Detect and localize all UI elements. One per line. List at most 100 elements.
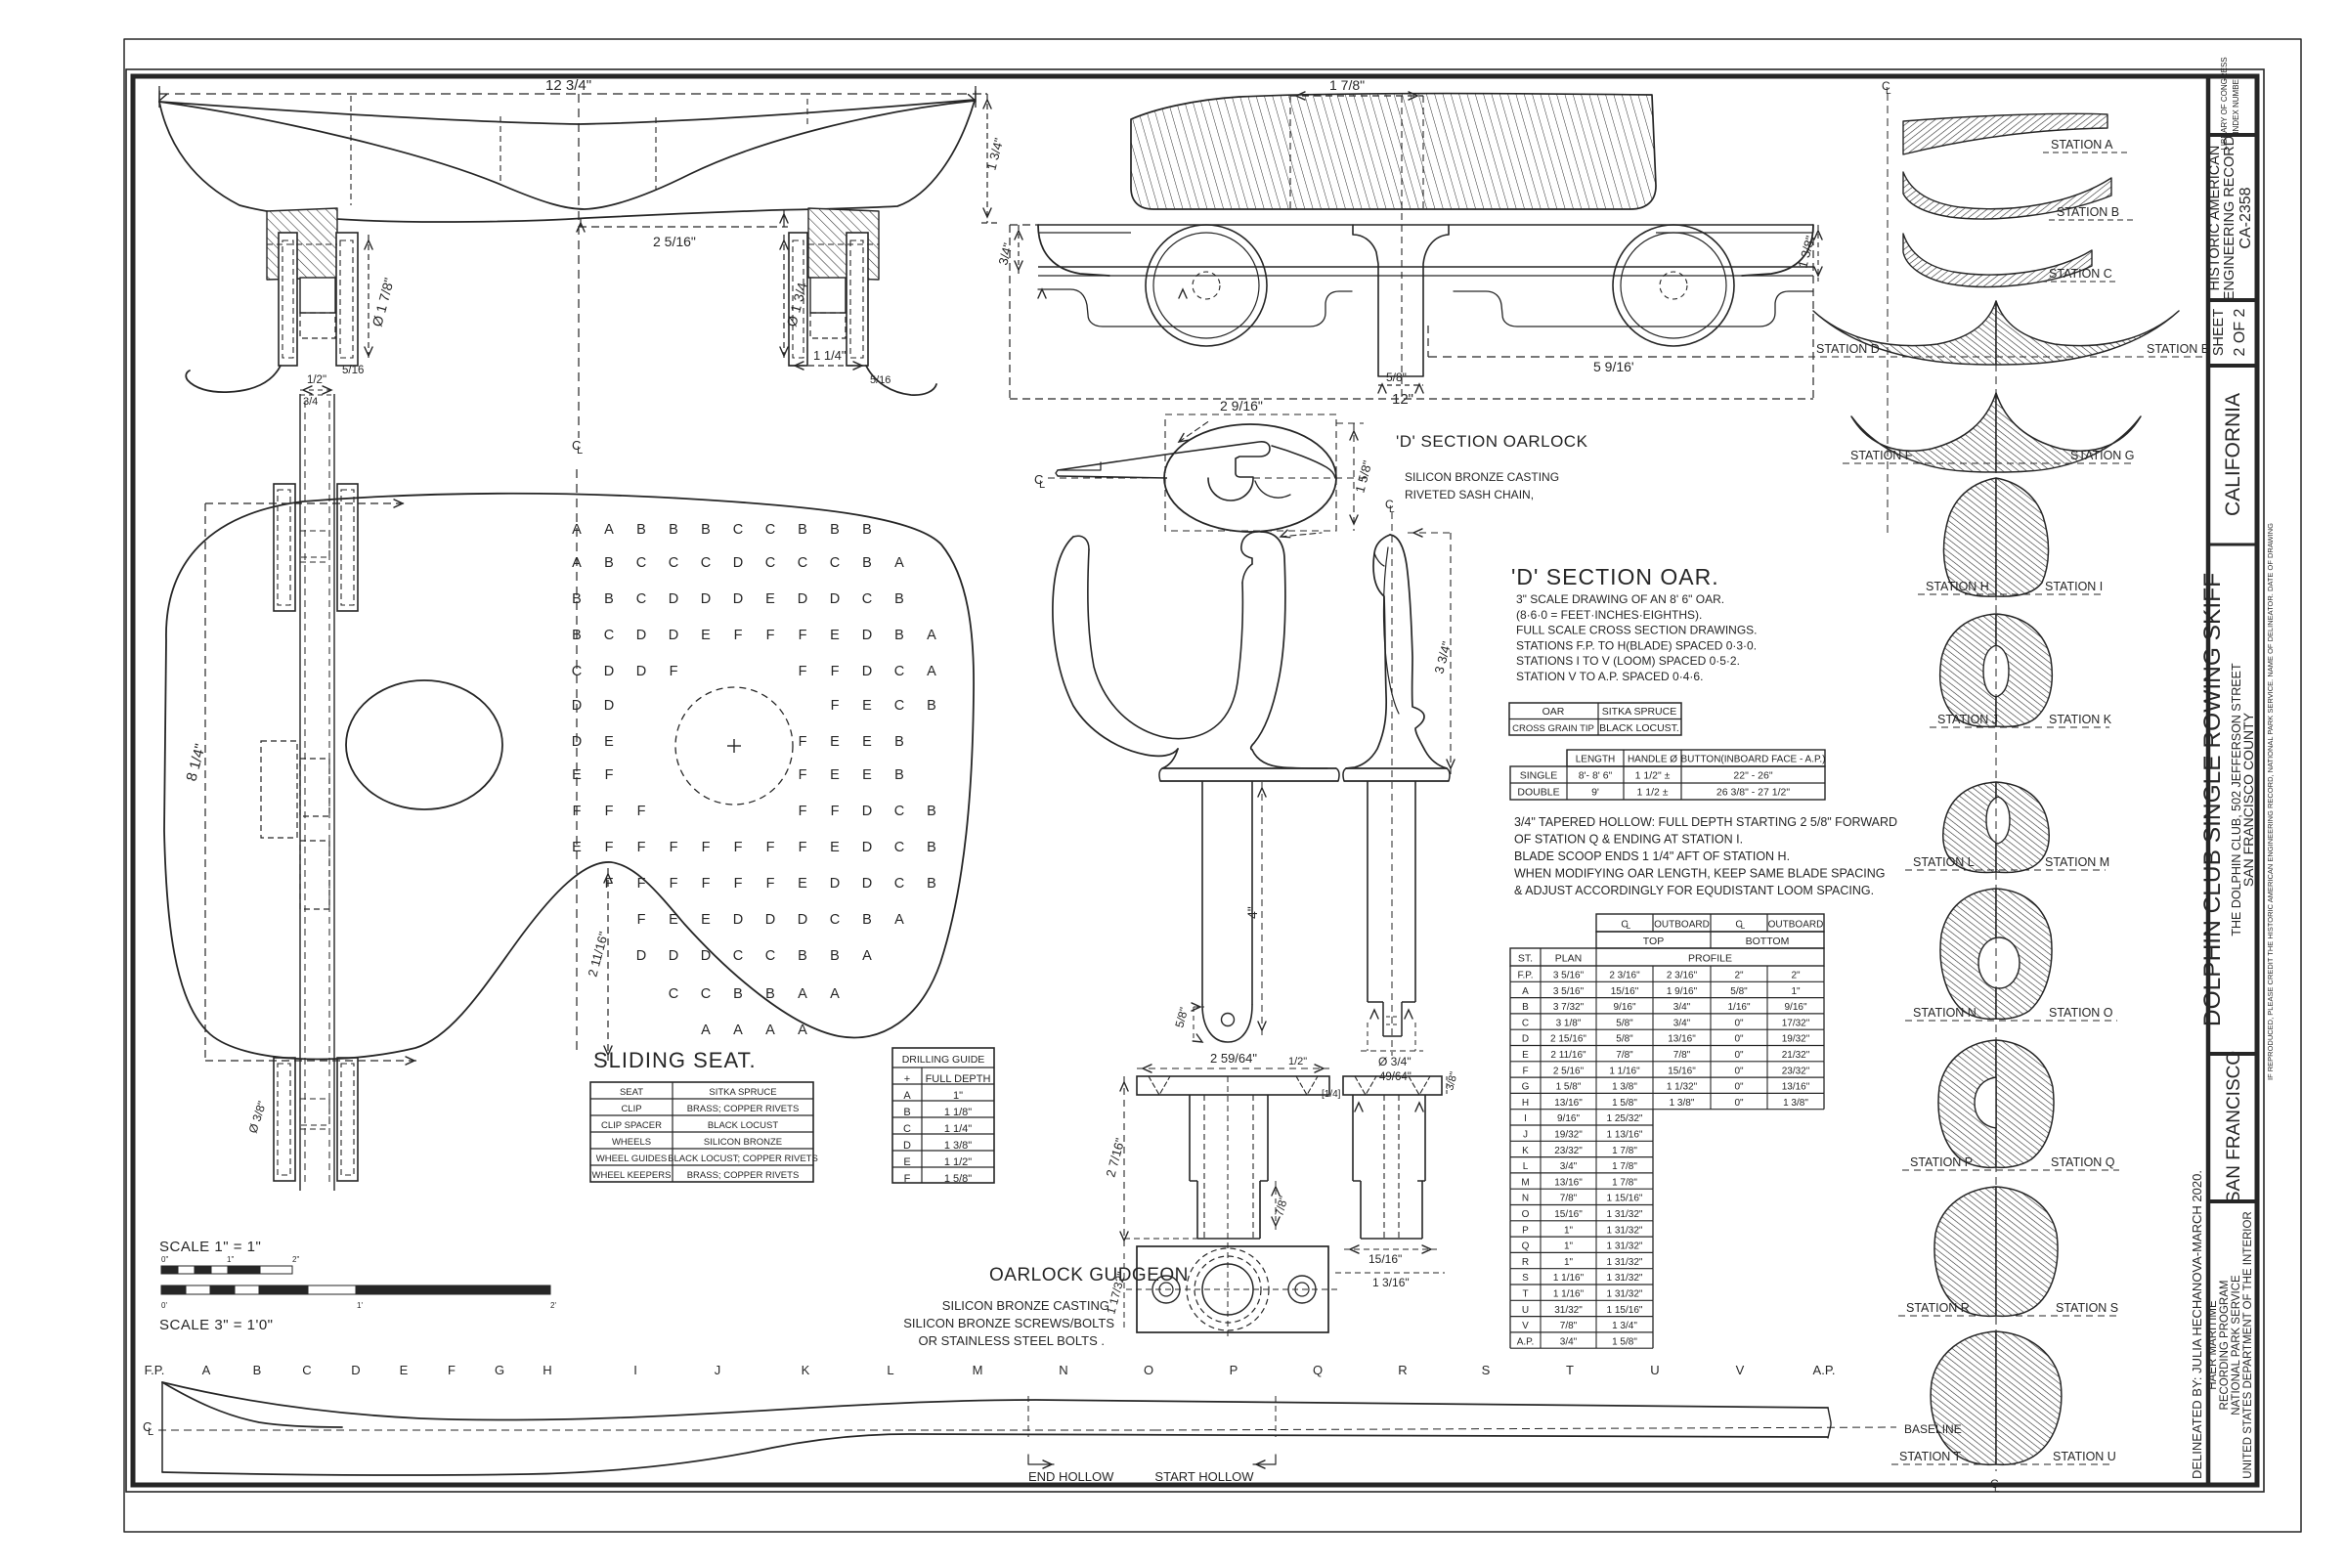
svg-text:A: A (862, 948, 872, 964)
svg-text:M: M (973, 1363, 983, 1377)
svg-text:H: H (1522, 1098, 1529, 1109)
svg-text:0': 0' (161, 1301, 167, 1310)
svg-text:STATION Q: STATION Q (2051, 1155, 2115, 1169)
svg-text:L: L (1994, 1484, 2000, 1495)
svg-text:8'- 8' 6": 8'- 8' 6" (1579, 770, 1613, 782)
svg-text:B: B (894, 591, 904, 607)
svg-text:A: A (894, 555, 904, 571)
svg-text:B: B (927, 876, 936, 892)
svg-text:D: D (903, 1140, 911, 1152)
svg-text:C: C (830, 555, 840, 571)
svg-text:OR STAINLESS STEEL BOLTS .: OR STAINLESS STEEL BOLTS . (919, 1333, 1105, 1348)
svg-text:'D' SECTION OARLOCK: 'D' SECTION OARLOCK (1396, 432, 1588, 451)
svg-text:2": 2" (292, 1255, 299, 1264)
svg-text:1 31/32": 1 31/32" (1607, 1241, 1643, 1252)
svg-text:1 9/16": 1 9/16" (1667, 986, 1698, 997)
svg-text:U: U (1650, 1363, 1659, 1377)
svg-text:1 3/8": 1 3/8" (1670, 1098, 1695, 1109)
svg-text:E: E (830, 840, 840, 855)
svg-text:F: F (605, 804, 614, 819)
svg-text:OUTBOARD: OUTBOARD (1768, 920, 1824, 931)
svg-text:A: A (830, 986, 840, 1002)
svg-text:C: C (765, 555, 775, 571)
svg-text:3/4": 3/4" (1560, 1161, 1578, 1172)
svg-text:1 31/32": 1 31/32" (1607, 1209, 1643, 1220)
svg-text:F: F (799, 734, 807, 750)
svg-text:F: F (766, 840, 775, 855)
svg-text:E: E (572, 840, 582, 855)
svg-text:C: C (894, 804, 904, 819)
svg-text:INDEX NUMBER: INDEX NUMBER (2232, 73, 2240, 134)
svg-text:L: L (1523, 1161, 1529, 1172)
svg-text:C: C (572, 438, 581, 453)
svg-text:S: S (1482, 1363, 1491, 1377)
svg-text:1 5/8": 1 5/8" (944, 1173, 972, 1185)
svg-text:1 31/32": 1 31/32" (1607, 1257, 1643, 1268)
svg-text:1 1/16": 1 1/16" (1553, 1289, 1585, 1300)
svg-text:STATION D: STATION D (1816, 342, 1880, 356)
svg-text:THE DOLPHIN CLUB, 502 JEFFERSO: THE DOLPHIN CLUB, 502 JEFFERSON STREET (2230, 663, 2243, 936)
svg-text:L: L (1886, 86, 1891, 97)
svg-text:BUTTON(INBOARD FACE - A.P.): BUTTON(INBOARD FACE - A.P.) (1681, 755, 1826, 765)
svg-text:C: C (701, 986, 711, 1002)
svg-text:D: D (636, 948, 646, 964)
svg-text:SILICON BRONZE CASTING: SILICON BRONZE CASTING (942, 1298, 1109, 1313)
svg-text:T: T (1566, 1363, 1574, 1377)
svg-text:15/16": 15/16" (1668, 1066, 1696, 1076)
svg-text:23/32": 23/32" (1782, 1066, 1810, 1076)
svg-text:L: L (1627, 922, 1631, 931)
svg-text:B: B (862, 522, 872, 538)
svg-text:A: A (604, 522, 614, 538)
svg-text:C: C (302, 1363, 311, 1377)
svg-text:B: B (862, 912, 872, 928)
svg-text:F: F (637, 876, 646, 892)
svg-text:E: E (604, 734, 614, 750)
svg-text:7/8": 7/8" (1272, 1195, 1290, 1218)
svg-text:ENGINEERING RECORD: ENGINEERING RECORD (2222, 136, 2237, 300)
svg-text:L: L (887, 1363, 893, 1377)
svg-text:STATION G: STATION G (2070, 449, 2135, 462)
svg-text:F: F (637, 840, 646, 855)
svg-text:C: C (1522, 1018, 1529, 1028)
svg-text:A: A (798, 986, 807, 1002)
svg-text:SAN FRANCISCO COUNTY: SAN FRANCISCO COUNTY (2240, 712, 2256, 887)
svg-text:D: D (798, 591, 807, 607)
svg-text:SITKA SPRUCE: SITKA SPRUCE (1602, 706, 1676, 718)
svg-text:BASELINE: BASELINE (1904, 1422, 1962, 1436)
svg-text:LIBRARY OF CONGRESS: LIBRARY OF CONGRESS (2220, 57, 2229, 150)
svg-text:1 7/8": 1 7/8" (1612, 1177, 1637, 1188)
svg-text:T: T (1522, 1289, 1528, 1300)
svg-text:R: R (1398, 1363, 1407, 1377)
svg-text:5/8": 5/8" (1172, 1006, 1191, 1029)
svg-text:1 25/32": 1 25/32" (1607, 1113, 1643, 1124)
svg-text:E: E (862, 734, 872, 750)
svg-text:V: V (1522, 1321, 1529, 1331)
svg-text:B: B (604, 555, 614, 571)
svg-text:U: U (1522, 1305, 1529, 1316)
svg-text:D: D (862, 664, 872, 679)
svg-text:BOTTOM: BOTTOM (1746, 936, 1790, 947)
svg-text:C: C (903, 1123, 911, 1135)
svg-text:LENGTH: LENGTH (1576, 755, 1616, 765)
svg-text:Q: Q (1522, 1241, 1530, 1252)
svg-text:B: B (669, 522, 678, 538)
svg-text:3/4" TAPERED HOLLOW: FULL DEPT: 3/4" TAPERED HOLLOW: FULL DEPTH STARTING… (1514, 815, 1897, 829)
svg-text:3/4: 3/4 (303, 396, 318, 408)
svg-text:1 1/8": 1 1/8" (944, 1107, 972, 1118)
svg-text:STATION T: STATION T (1899, 1450, 1962, 1463)
svg-text:31/32": 31/32" (1554, 1305, 1583, 1316)
svg-text:0": 0" (1734, 1066, 1744, 1076)
svg-text:F: F (637, 912, 646, 928)
svg-text:1 5/8": 1 5/8" (1612, 1336, 1637, 1347)
svg-text:A: A (701, 1023, 711, 1038)
svg-text:CROSS GRAIN TIP: CROSS GRAIN TIP (1512, 723, 1594, 734)
svg-text:STATION A: STATION A (2051, 138, 2113, 152)
svg-text:1 15/16": 1 15/16" (1607, 1305, 1643, 1316)
svg-text:D: D (1522, 1034, 1529, 1045)
svg-text:A: A (572, 555, 582, 571)
svg-text:C: C (572, 664, 582, 679)
svg-text:1 31/32": 1 31/32" (1607, 1273, 1643, 1284)
svg-text:STATION F: STATION F (1850, 449, 1913, 462)
svg-text:C: C (1385, 498, 1394, 511)
svg-text:D: D (862, 804, 872, 819)
